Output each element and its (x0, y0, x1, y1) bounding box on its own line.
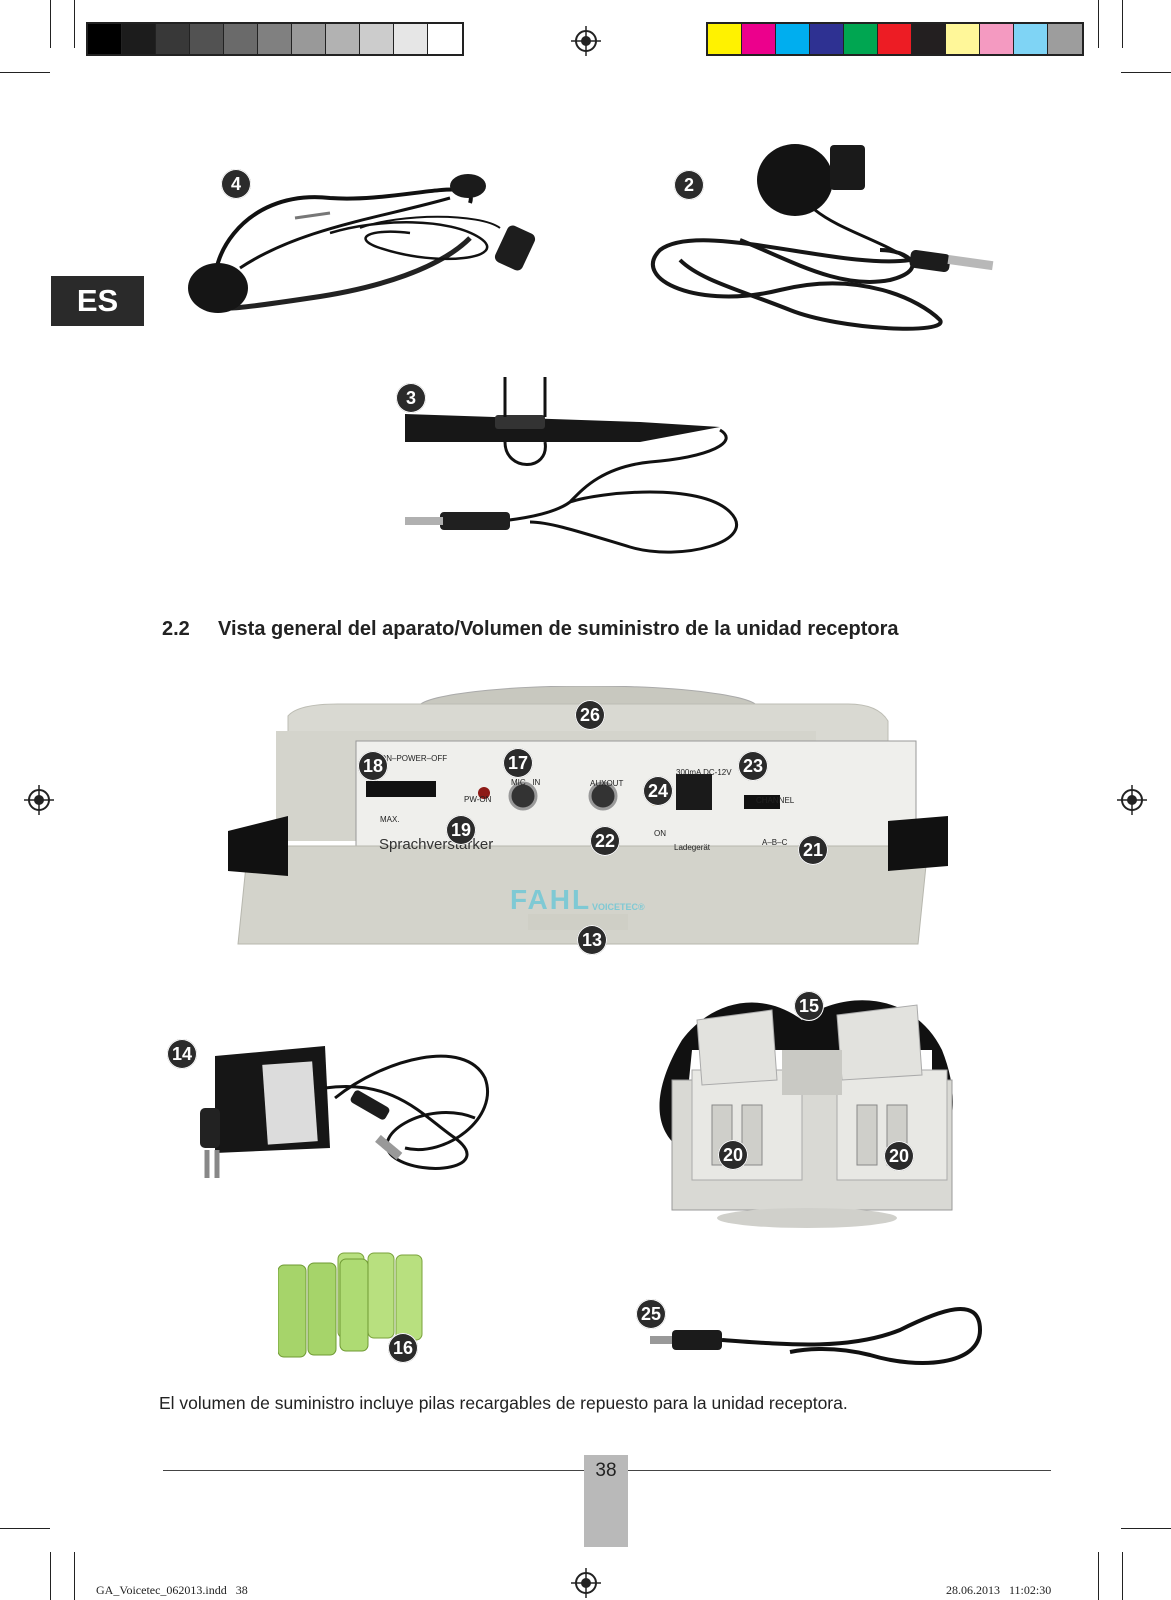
color-swatch (428, 24, 462, 54)
dc-label: 300mA DC-12V (676, 768, 732, 777)
color-swatch (878, 24, 912, 54)
brand-label: Sprachverstärker (379, 836, 494, 853)
voicetec-logo: VOICETEC® (592, 902, 645, 912)
section-number: 2.2 (162, 618, 190, 640)
color-swatch (742, 24, 776, 54)
crop-mark (1098, 0, 1099, 48)
color-swatch (980, 24, 1014, 54)
channel-label: CHANNEL (756, 796, 795, 805)
crop-mark (0, 1528, 50, 1529)
mic-in-label: MIC IN (511, 778, 541, 787)
color-swatch (776, 24, 810, 54)
page-number-tab (584, 1455, 628, 1547)
figure-label-badge: 3 (396, 383, 426, 413)
figure-label-badge: 20 (884, 1141, 914, 1171)
figure-label-badge: 21 (798, 835, 828, 865)
page-number: 38 (595, 1460, 617, 1481)
rechargeable-batteries-image (278, 1252, 423, 1358)
figure-label-badge: 19 (446, 815, 476, 845)
color-swatch (912, 24, 946, 54)
figure-label-badge: 18 (358, 751, 388, 781)
color-swatch (292, 24, 326, 54)
receiver-unit-image (228, 686, 948, 945)
power-switch-label: ON–POWER–OFF (380, 754, 448, 763)
color-swatch (810, 24, 844, 54)
headset-microphone-image (188, 174, 536, 313)
slug-timestamp: 28.06.2013 11:02:30 (946, 1583, 1052, 1597)
color-swatch (708, 24, 742, 54)
hand-microphone-image (405, 377, 739, 554)
crop-mark (1122, 1552, 1123, 1600)
figure-label-badge: 22 (590, 826, 620, 856)
lavalier-microphone-image (651, 144, 994, 331)
crop-mark (1122, 0, 1123, 48)
color-swatch (326, 24, 360, 54)
audio-cable-image (650, 1307, 983, 1365)
figure-label-badge: 2 (674, 170, 704, 200)
registration-mark-icon (1117, 785, 1147, 815)
registration-mark-icon (571, 26, 601, 56)
abc-label: A–B–C (762, 838, 788, 847)
ladegeraet-label: Ladegerät (674, 843, 711, 852)
crop-mark (1121, 72, 1171, 73)
footer-rule-left (163, 1470, 584, 1471)
slug-filename: GA_Voicetec_062013.indd 38 (96, 1583, 248, 1597)
auxout-label: AUXOUT (590, 779, 624, 788)
grayscale-color-bar (86, 22, 464, 56)
footer-rule-right (628, 1470, 1051, 1471)
battery-compartment-image (659, 1000, 953, 1228)
figure-label-badge: 24 (643, 776, 673, 806)
color-swatch (1014, 24, 1048, 54)
fahl-logo: FAHL (510, 884, 592, 915)
color-swatch (88, 24, 122, 54)
color-swatch (258, 24, 292, 54)
figure-label-badge: 14 (167, 1039, 197, 1069)
crop-mark (74, 1552, 75, 1600)
power-adapter-image (200, 1046, 489, 1178)
figure-label-badge: 13 (577, 925, 607, 955)
figure-label-badge: 20 (718, 1140, 748, 1170)
crop-mark (50, 0, 51, 48)
process-color-bar (706, 22, 1084, 56)
color-swatch (122, 24, 156, 54)
figure-label-badge: 16 (388, 1333, 418, 1363)
color-swatch (224, 24, 258, 54)
language-tab: ES (51, 276, 144, 326)
color-swatch (156, 24, 190, 54)
color-swatch (394, 24, 428, 54)
supply-note: El volumen de suministro incluye pilas r… (159, 1393, 848, 1413)
color-swatch (946, 24, 980, 54)
color-swatch (190, 24, 224, 54)
figure-label-badge: 4 (221, 169, 251, 199)
color-swatch (1048, 24, 1082, 54)
figure-label-badge: 25 (636, 1299, 666, 1329)
color-swatch (360, 24, 394, 54)
section-title: Vista general del aparato/Volumen de sum… (218, 618, 899, 640)
registration-mark-icon (571, 1568, 601, 1598)
section-heading: 2.2 Vista general del aparato/Volumen de … (162, 618, 899, 641)
crop-mark (0, 72, 50, 73)
figure-label-badge: 15 (794, 991, 824, 1021)
crop-mark (74, 0, 75, 48)
crop-mark (1098, 1552, 1099, 1600)
figure-label-badge: 17 (503, 748, 533, 778)
registration-mark-icon (24, 785, 54, 815)
color-swatch (844, 24, 878, 54)
max-label: MAX. (380, 815, 400, 824)
figure-label-badge: 23 (738, 751, 768, 781)
crop-mark (1121, 1528, 1171, 1529)
figure-label-badge: 26 (575, 700, 605, 730)
pw-on-label: PW-ON (464, 795, 492, 804)
crop-mark (50, 1552, 51, 1600)
on-label: ON (654, 829, 666, 838)
